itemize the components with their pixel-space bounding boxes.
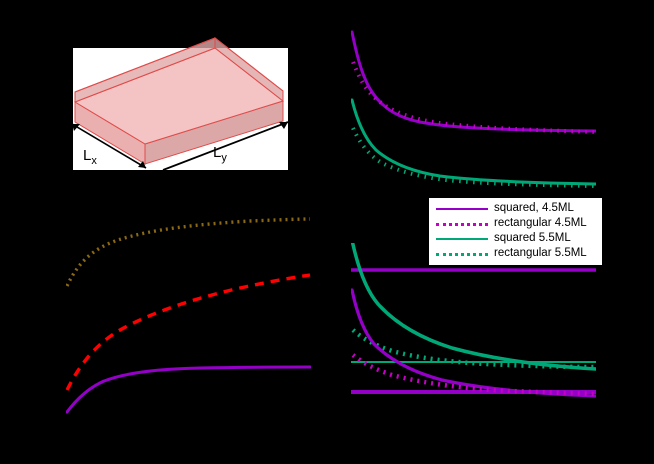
curve-squared-5p5ML-top	[351, 98, 596, 186]
legend-entry-squared-4p5ML[interactable]: squared, 4.5ML	[434, 201, 597, 216]
legend-label-squared-5p5ML: squared 5.5ML	[494, 232, 571, 244]
dimension-label-ly: Ly	[213, 144, 227, 164]
dimension-arrow-lx	[71, 123, 147, 169]
curve-purple-solid	[66, 365, 311, 414]
curve-rectangular-4p5ML-top	[351, 61, 596, 134]
legend-label-squared-4p5ML: squared, 4.5ML	[494, 202, 574, 214]
legend-swatch-dotted-green-icon	[434, 248, 490, 260]
legend-swatch-dotted-purple-icon	[434, 218, 490, 230]
slab-schematic-group	[71, 36, 289, 171]
legend: squared, 4.5ML rectangular 4.5ML squared…	[428, 197, 603, 266]
legend-entry-rectangular-4p5ML[interactable]: rectangular 4.5ML	[434, 216, 597, 231]
curve-rectangular-4p5ML-bottom	[351, 353, 596, 397]
dimension-label-lx: Lx	[83, 147, 97, 167]
axis-frame-bottom-left	[65, 209, 312, 416]
axis-frame-top-right	[350, 29, 597, 199]
curve-rectangular-5p5ML-top	[351, 127, 596, 188]
panel-bottom-right-curves	[351, 243, 596, 398]
legend-entry-squared-5p5ML[interactable]: squared 5.5ML	[434, 231, 597, 246]
legend-entry-rectangular-5p5ML[interactable]: rectangular 5.5ML	[434, 246, 597, 261]
curve-squared-4p5ML-bottom	[351, 288, 596, 398]
legend-label-rectangular-5p5ML: rectangular 5.5ML	[494, 247, 587, 259]
legend-swatch-solid-green-icon	[434, 233, 490, 245]
curve-squared-4p5ML-top	[351, 30, 596, 133]
dimension-arrow-ly	[162, 121, 289, 171]
legend-swatch-solid-purple-icon	[434, 203, 490, 215]
curve-red-dashed	[66, 273, 311, 391]
panel-bottom-left-curves	[66, 217, 311, 414]
curve-squared-5p5ML-bottom	[351, 243, 596, 371]
slab-rim-top-edge	[74, 37, 284, 93]
curve-rectangular-5p5ML-bottom	[351, 328, 596, 370]
panel-top-right-curves	[351, 30, 596, 188]
curve-brown-dotted	[66, 217, 311, 287]
legend-label-rectangular-4p5ML: rectangular 4.5ML	[494, 217, 587, 229]
